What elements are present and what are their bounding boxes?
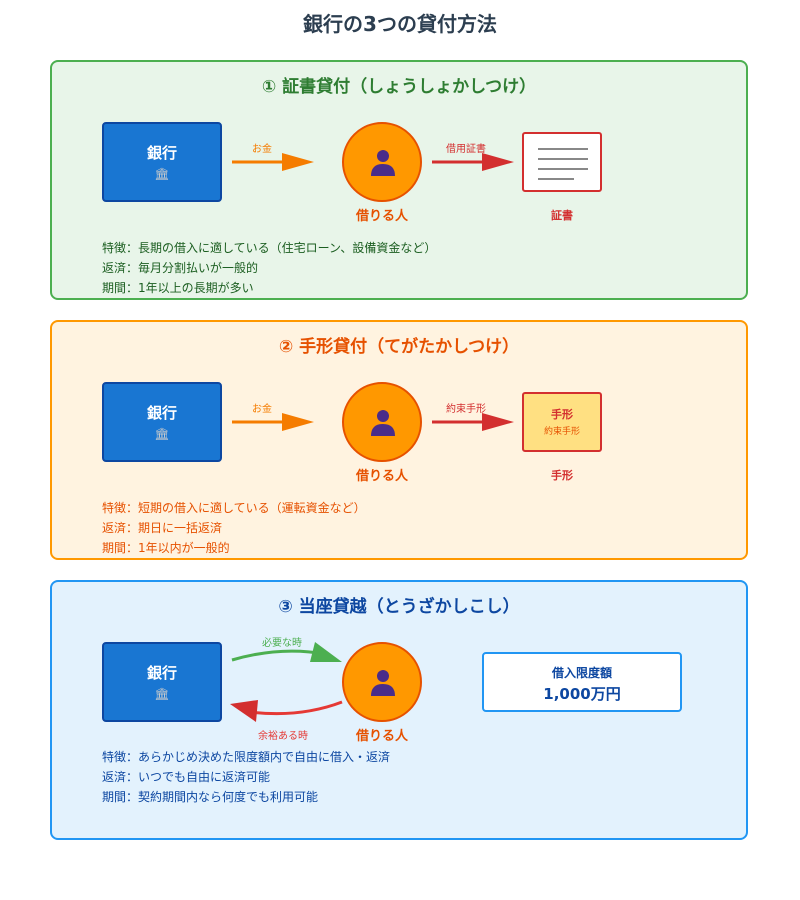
- panel-heading: ③ 当座貸越（とうざかしこし）: [278, 597, 520, 617]
- certificate-label: 証書: [551, 209, 573, 222]
- money-arrow: [232, 153, 314, 171]
- borrow-arrow-label: 必要な時: [262, 638, 302, 649]
- promissory-note-arrow-label: 約束手形: [446, 404, 486, 415]
- borrower-circle: [342, 122, 422, 202]
- credit-limit-title: 借入限度額: [551, 666, 612, 680]
- certificate-arrow: [432, 153, 514, 171]
- certificate-arrow-label: 借用証書: [446, 144, 486, 155]
- panel-touza-kashikoshi: ③ 当座貸越（とうざかしこし） 銀行 🏛 必要な時 借りる人 余裕ある時 借入限…: [50, 580, 748, 840]
- person-icon: [371, 670, 395, 696]
- person-icon: [371, 410, 395, 436]
- certificate-document: [522, 132, 602, 192]
- feature-line: 返済：期日に一括返済: [102, 521, 223, 535]
- credit-limit-value: 1,000万円: [543, 685, 621, 703]
- panel-heading: ① 証書貸付（しょうしょかしつけ）: [261, 77, 537, 97]
- panel-tegata-kashitsuke: ② 手形貸付（てがたかしつけ） 銀行 🏛 お金 借りる人 約束手形 手形 約束手…: [50, 320, 748, 560]
- money-arrow-label: お金: [252, 144, 272, 155]
- feature-line: 期間：1年以内が一般的: [102, 541, 230, 555]
- money-arrow-label: お金: [252, 404, 272, 415]
- bank-label: 銀行: [146, 404, 177, 422]
- features-list: 特徴：短期の借入に適している（運転資金など） 返済：期日に一括返済 期間：1年以…: [102, 498, 366, 558]
- note-title: 手形: [551, 408, 573, 421]
- note-label: 手形: [551, 469, 573, 482]
- bank-icon: 🏛: [154, 687, 170, 701]
- feature-line: 返済：毎月分割払いが一般的: [102, 261, 259, 275]
- promissory-note-arrow: [432, 413, 514, 431]
- bank-icon: 🏛: [154, 167, 170, 181]
- borrow-arrow: [231, 642, 342, 662]
- panel-heading: ② 手形貸付（てがたかしつけ）: [278, 337, 520, 357]
- borrower-circle: [342, 642, 422, 722]
- page-title: 銀行の3つの貸付方法: [303, 12, 497, 36]
- feature-line: 返済：いつでも自由に返済可能: [102, 770, 271, 784]
- features-list: 特徴：長期の借入に適している（住宅ローン、設備資金など） 返済：毎月分割払いが一…: [102, 238, 436, 298]
- promissory-note: 手形 約束手形: [522, 392, 602, 452]
- feature-line: 期間：1年以上の長期が多い: [102, 281, 254, 295]
- note-subtitle: 約束手形: [543, 427, 580, 437]
- person-icon: [371, 150, 395, 176]
- feature-line: 期間：契約期間内なら何度でも利用可能: [102, 790, 319, 804]
- borrower-label: 借りる人: [355, 209, 408, 224]
- bank-icon: 🏛: [154, 427, 170, 441]
- panel-shosho-kashitsuke: ① 証書貸付（しょうしょかしつけ） 銀行 🏛 お金 借りる人 借用証書 証書 特…: [50, 60, 748, 300]
- feature-line: 特徴：長期の借入に適している（住宅ローン、設備資金など）: [102, 241, 437, 255]
- bank-label: 銀行: [146, 664, 177, 682]
- credit-limit-box: 借入限度額 1,000万円: [482, 652, 682, 712]
- bank-box: 銀行 🏛: [102, 642, 222, 722]
- feature-line: 特徴：短期の借入に適している（運転資金など）: [102, 501, 366, 515]
- repay-arrow: [230, 700, 343, 722]
- borrower-circle: [342, 382, 422, 462]
- money-arrow: [232, 413, 314, 431]
- borrower-label: 借りる人: [355, 729, 408, 744]
- bank-box: 銀行 🏛: [102, 382, 222, 462]
- borrower-label: 借りる人: [355, 469, 408, 484]
- bank-label: 銀行: [146, 144, 177, 162]
- features-list: 特徴：あらかじめ決めた限度額内で自由に借入・返済 返済：いつでも自由に返済可能 …: [102, 747, 390, 807]
- bank-box: 銀行 🏛: [102, 122, 222, 202]
- feature-line: 特徴：あらかじめ決めた限度額内で自由に借入・返済: [102, 750, 391, 764]
- repay-arrow-label: 余裕ある時: [258, 731, 308, 742]
